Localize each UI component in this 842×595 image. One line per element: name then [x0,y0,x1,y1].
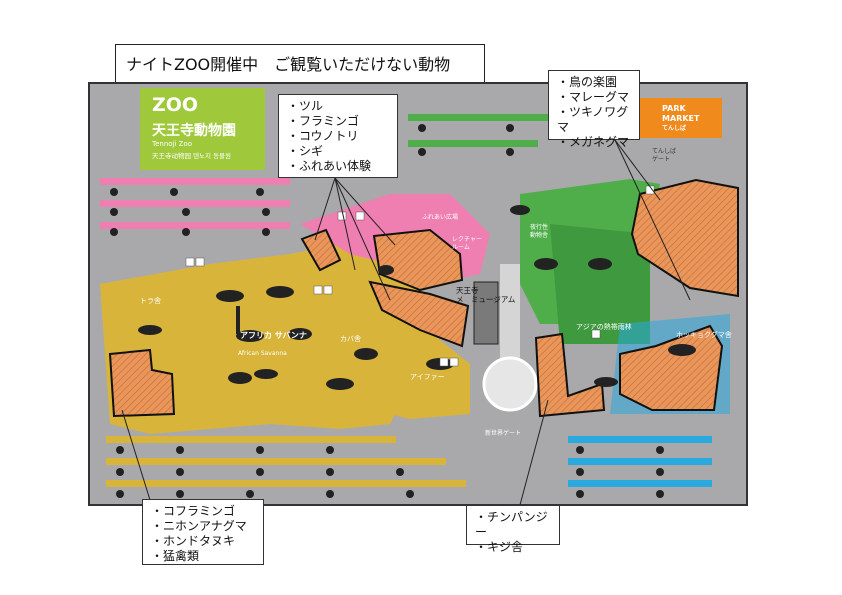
africa-en-label: African Savanna [238,350,287,357]
park-line3: てんしば [662,125,687,132]
legend-blue-2 [568,458,712,465]
callout-bottom-left: コフラミンゴ ニホンアナグマ ホンドタヌキ 猛禽類 [142,499,264,565]
callout-item: 猛禽類 [151,549,255,564]
logo-name-en: Tennoji Zoo [152,140,193,148]
callout-item: フラミンゴ [287,114,389,129]
closed-area-stork [368,280,470,348]
museum-building [473,281,499,345]
closed-area-kofuramingo [108,348,176,418]
callout-top-center: ツル フラミンゴ コウノトリ シギ ふれあい体験 [278,94,398,178]
callout-item: シギ [287,144,389,159]
callout-item: コウノトリ [287,129,389,144]
callout-item: ツル [287,99,389,114]
reptile-label: アイファー [410,373,445,381]
asia-label: アジアの熱帯雨林 [576,323,632,331]
tiger-label: トラ舎 [140,297,161,305]
callout-top-right: 鳥の楽園 マレーグマ ツキノワグマ メガネグマ [548,70,640,149]
park-line1: PARK [662,104,686,113]
lecture-label: レクチャー ルーム [452,236,482,251]
logo-name-multi: 天王寺动物园 텐노지 동물원 [152,152,232,160]
legend-gold-1 [106,436,396,443]
museum-label: 天王寺 メ ミュージアム [456,286,516,304]
legend-gold-2 [106,458,446,465]
logo-mark: ZOO [152,94,199,116]
tenshiba-gate-label: てんしば ゲート [652,148,677,163]
nocturnal-label: 夜行性 動物舎 [530,224,549,239]
fureai-label: ふれあい広場 [422,214,459,221]
legend-green-2 [408,140,538,147]
legend-blue-3 [568,480,712,487]
callout-item: 鳥の楽園 [557,75,631,90]
callout-bottom-center: チンパンジー キジ舎 [466,505,560,554]
closed-area-crane [300,228,342,272]
asia-forest [550,224,650,344]
legend-gold-3 [106,480,466,487]
callout-item: キジ舎 [475,540,551,555]
callout-item: チンパンジー [475,510,551,540]
zoo-map-graphic [100,114,739,498]
callout-item: メガネグマ [557,135,631,150]
callout-item: コフラミンゴ [151,504,255,519]
plaza [482,356,538,412]
closed-area-bird-paradise [630,178,739,298]
legend-silhouettes [110,124,664,498]
main-path [500,264,520,384]
legend-green-1 [408,114,558,121]
closed-area-flamingo [372,228,464,292]
africa-label: アフリカ サバンナ [240,331,307,340]
callout-item: ツキノワグマ [557,105,631,135]
legend-pink-3 [100,222,290,229]
park-market-sign: PARK MARKET てんしば [640,98,722,138]
closed-area-bears [619,324,724,411]
legend-blue-1 [568,436,712,443]
legend-pink-1 [100,178,290,185]
zoo-logo: ZOO 天王寺動物園 Tennoji Zoo 天王寺动物园 텐노지 동물원 [140,88,265,170]
callout-item: ニホンアナグマ [151,519,255,534]
callout-item: マレーグマ [557,90,631,105]
callout-item: ふれあい体験 [287,159,389,174]
legend-pink-2 [100,200,290,207]
park-line2: MARKET [662,114,700,123]
page-title: ナイトZOO開催中 ご観覧いただけない動物 [115,44,485,84]
facility-icons [185,185,655,367]
closed-area-chimpanzee [534,332,606,418]
shinsekai-gate-label: 新世界ゲート [485,430,522,437]
polar-label: ホッキョクグマ舎 [676,331,732,339]
logo-name-jp: 天王寺動物園 [152,123,236,139]
hippo-label: カバ舎 [340,335,361,343]
callout-item: ホンドタヌキ [151,534,255,549]
hippo-zone [345,324,470,419]
animal-silhouettes [138,205,696,390]
